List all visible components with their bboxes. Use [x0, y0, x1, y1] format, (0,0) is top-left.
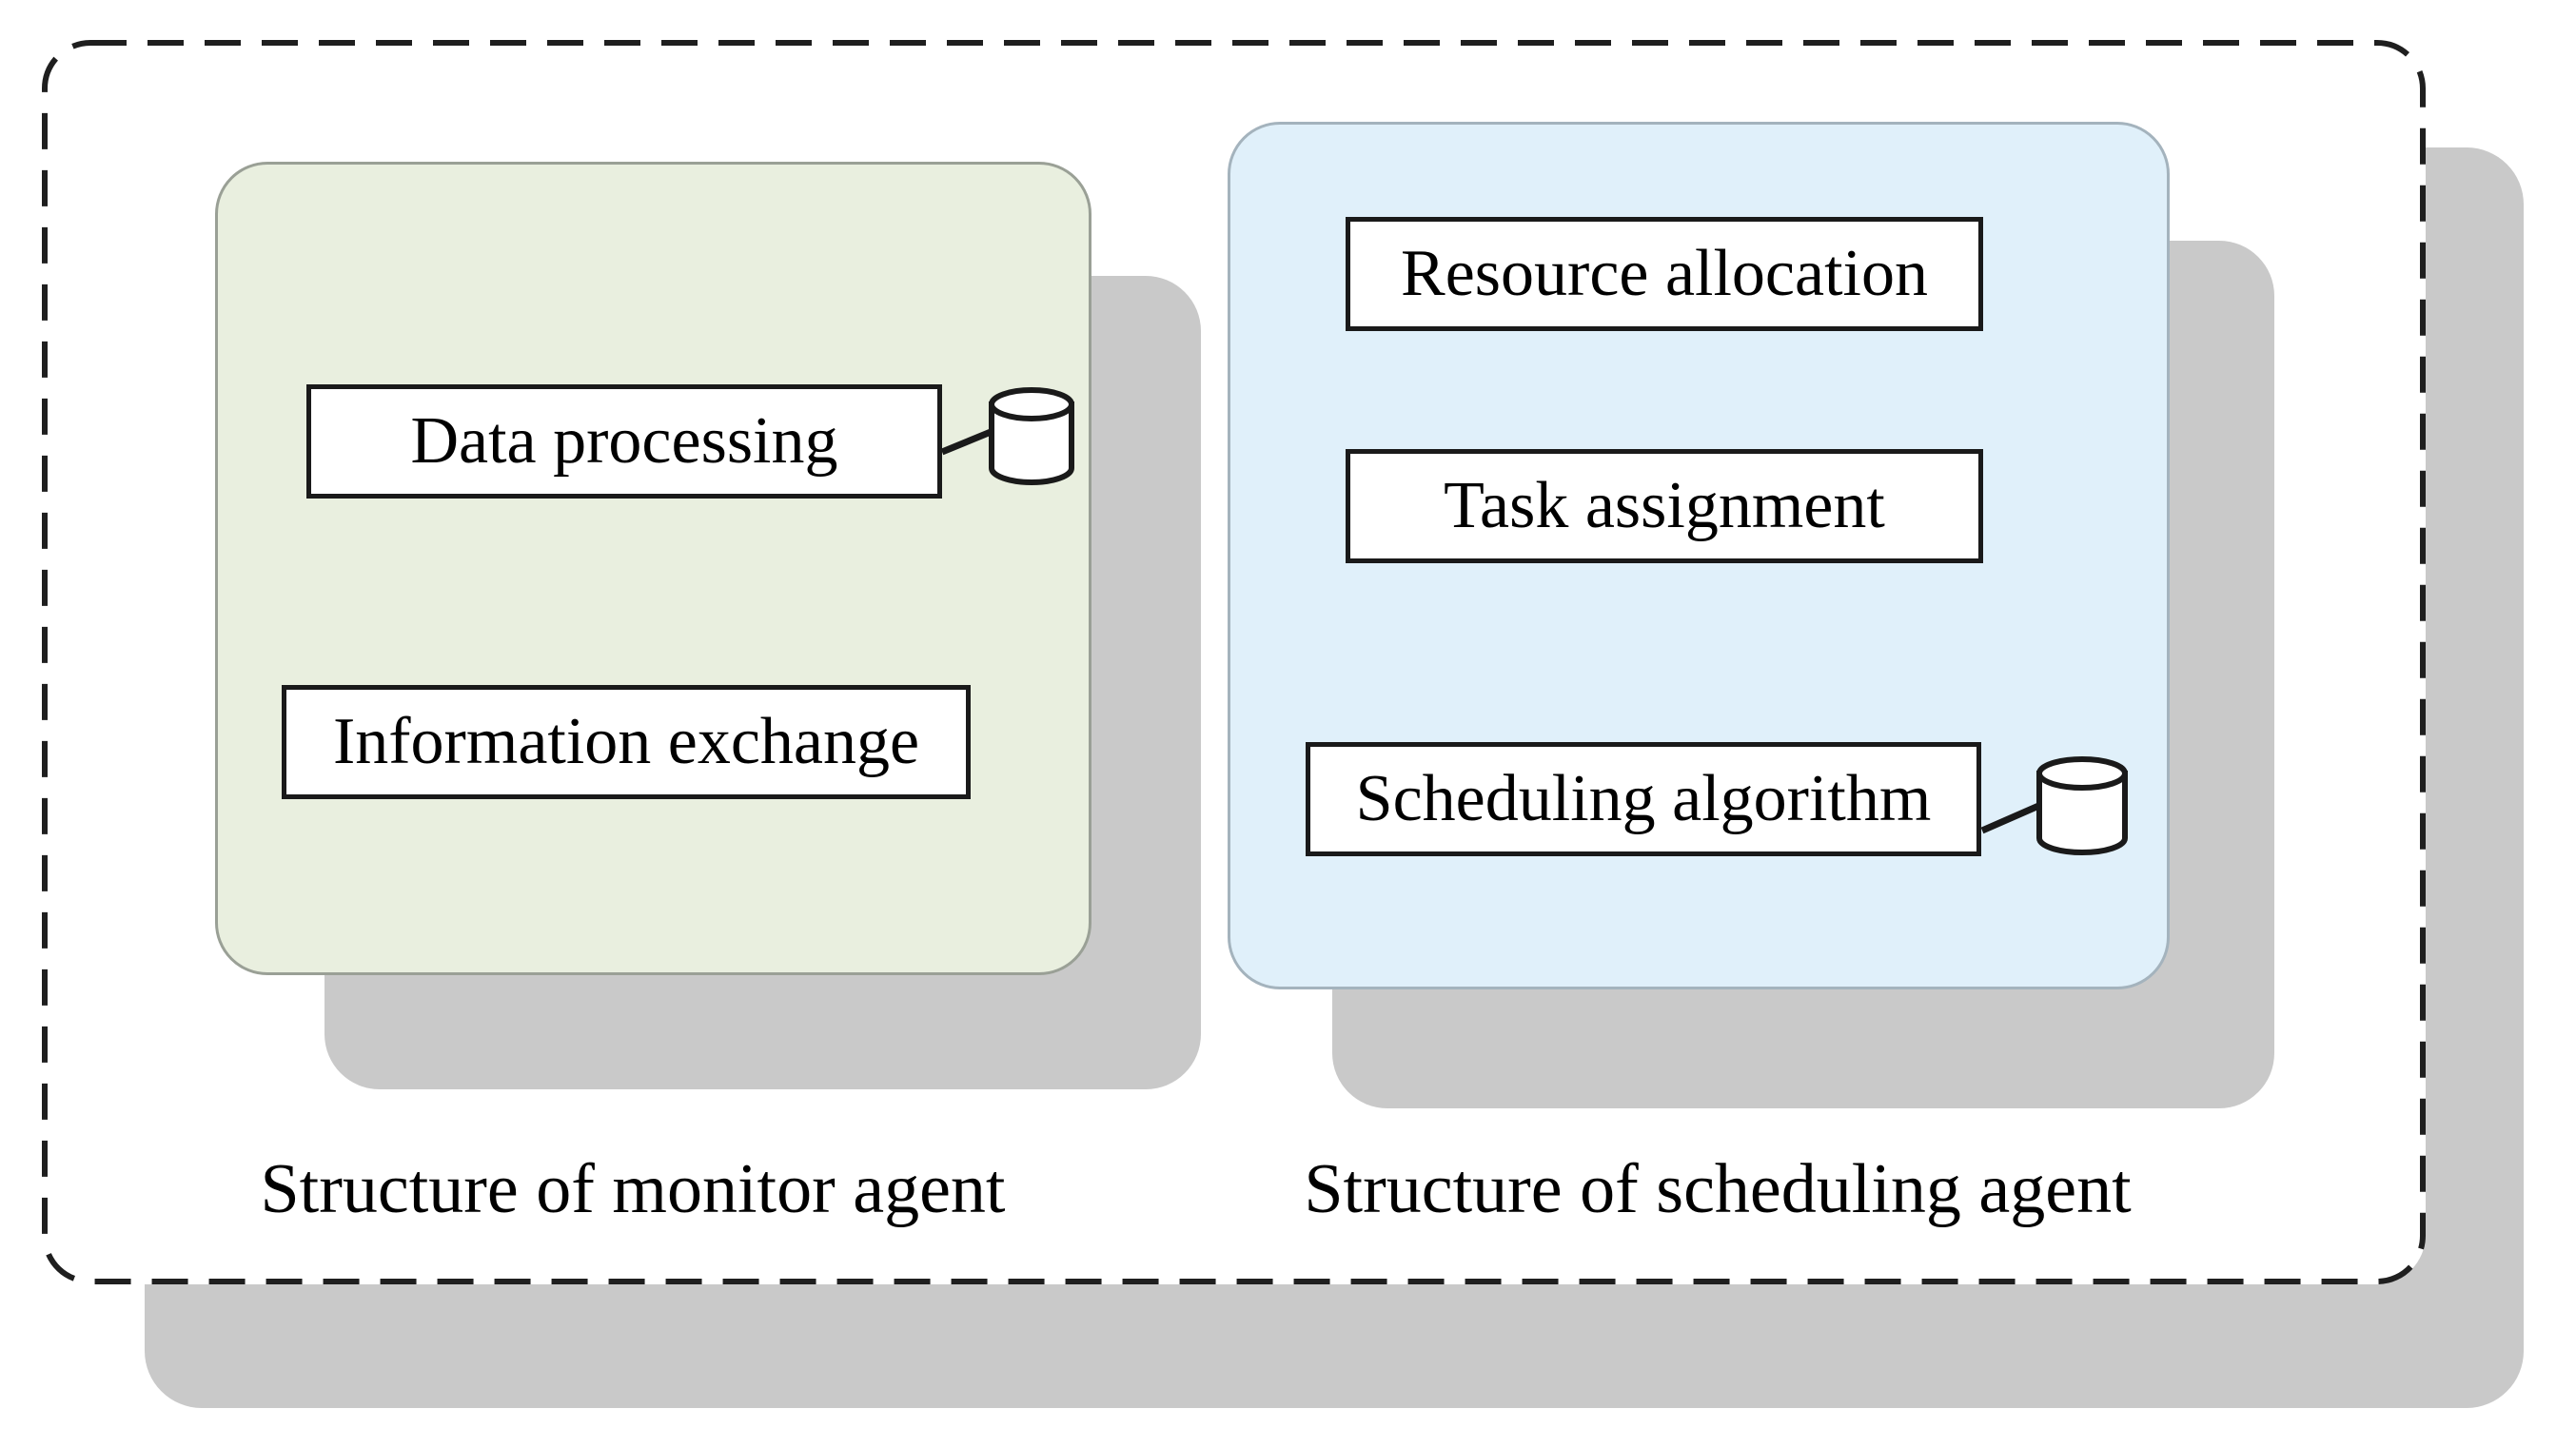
- module-data-processing: Data processing: [306, 384, 942, 499]
- module-label: Resource allocation: [1401, 237, 1928, 310]
- module-information-exchange: Information exchange: [282, 685, 971, 799]
- scheduling-panel-caption: Structure of scheduling agent: [1304, 1150, 2132, 1228]
- module-label: Information exchange: [332, 705, 920, 778]
- module-label: Data processing: [410, 404, 838, 478]
- module-label: Task assignment: [1444, 469, 1885, 542]
- module-task-assignment: Task assignment: [1346, 449, 1983, 563]
- monitor-agent-panel: [215, 162, 1091, 975]
- module-label: Scheduling algorithm: [1355, 762, 1932, 835]
- module-scheduling-algorithm: Scheduling algorithm: [1306, 742, 1981, 856]
- monitor-panel-caption: Structure of monitor agent: [260, 1150, 1006, 1228]
- module-resource-allocation: Resource allocation: [1346, 217, 1983, 331]
